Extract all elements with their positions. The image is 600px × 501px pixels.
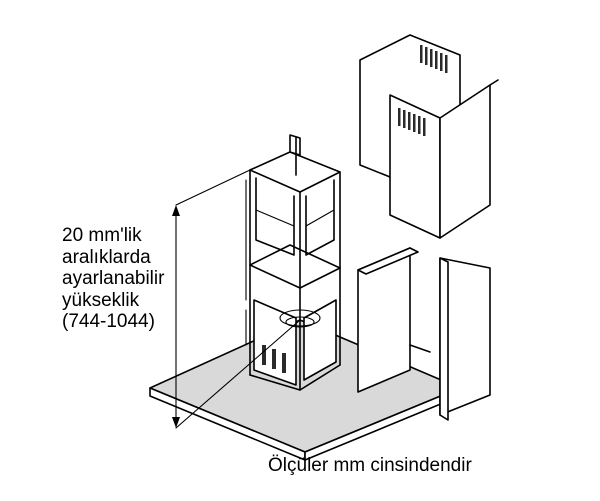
telescopic-frame: [245, 134, 341, 391]
label-line-3: ayarlanabilir: [62, 268, 165, 289]
upper-chimney-duct: [359, 34, 499, 239]
label-line-4: yükseklik: [62, 289, 140, 311]
adjustable-height-label: 20 mm'lik aralıklarda ayarlanabilir yüks…: [62, 225, 164, 333]
label-line-5: (744-1044): [62, 311, 155, 332]
height-dimension-line: [172, 169, 301, 429]
label-line-1: 20 mm'lik: [62, 225, 142, 246]
label-line-2: aralıklarda: [62, 246, 151, 268]
lower-chimney-duct: [357, 247, 491, 421]
units-caption: Ölçüler mm cinsindendir: [268, 455, 472, 476]
